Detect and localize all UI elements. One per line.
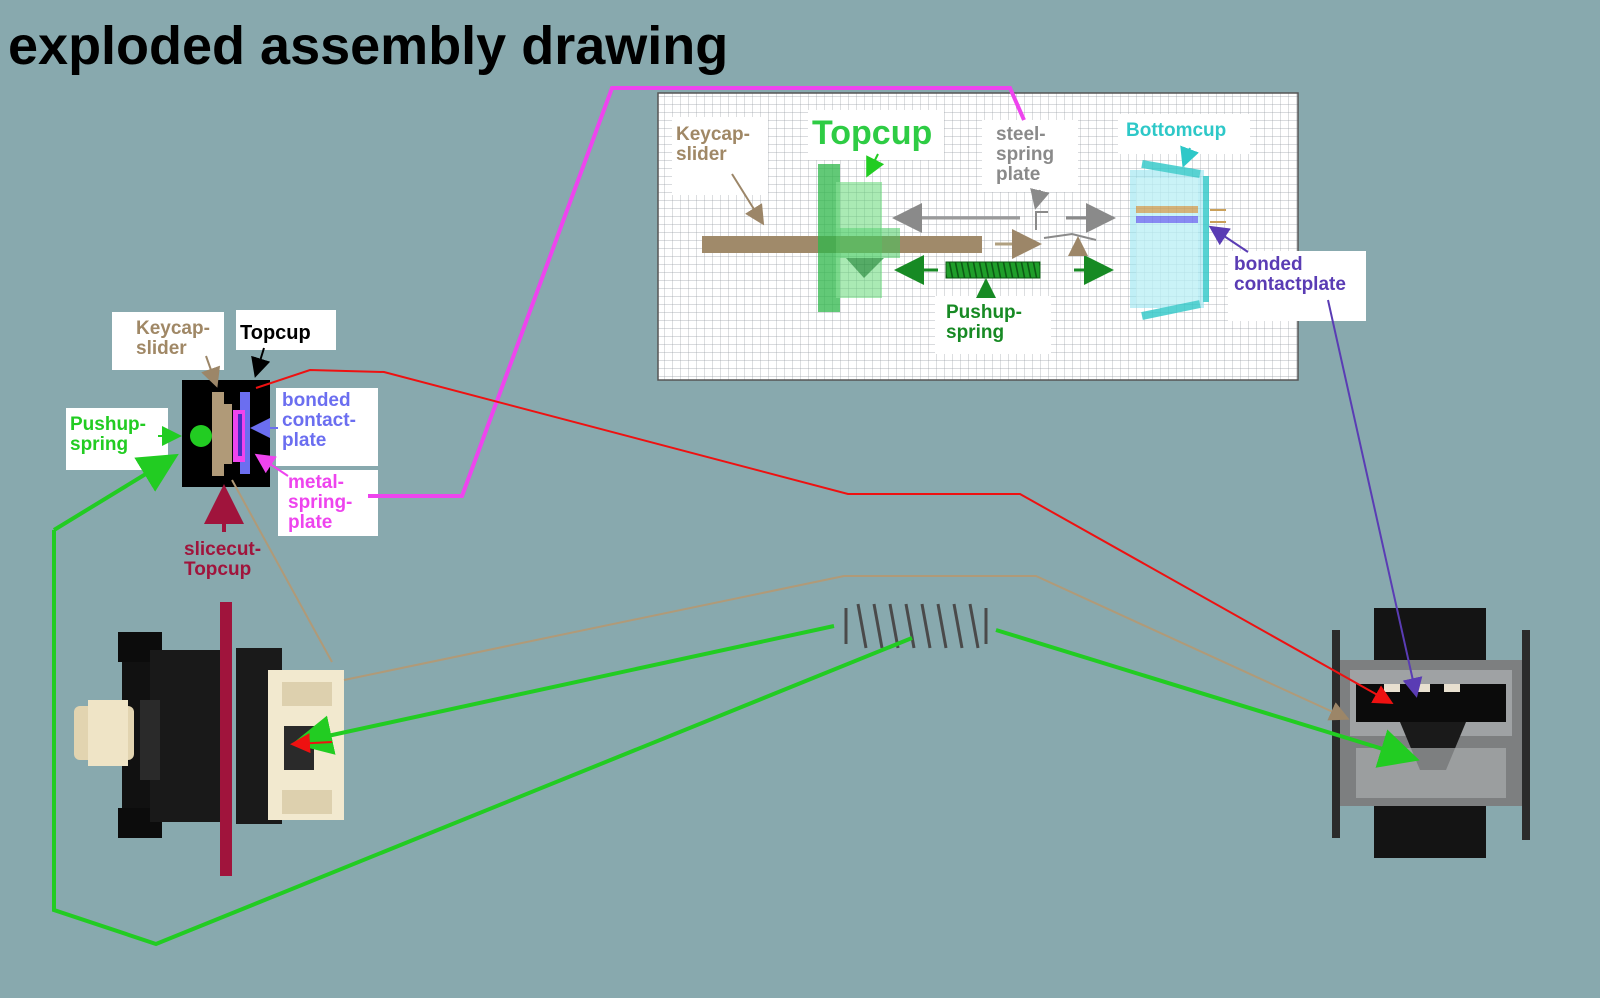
motion-arrows bbox=[892, 203, 1226, 285]
green-spring-to-topcup bbox=[292, 624, 835, 755]
connector-lines bbox=[52, 86, 1423, 947]
page-title: exploded assembly drawing bbox=[8, 16, 728, 76]
green-loop-body bbox=[52, 530, 913, 947]
tan-connector-long bbox=[343, 575, 1350, 721]
grid-bottomcup-label: Bottomcup bbox=[1126, 120, 1226, 141]
steel-spring-plate-label-box bbox=[982, 120, 1078, 192]
pushup-spring-shape bbox=[945, 261, 1041, 279]
bottomcup-leader bbox=[1180, 145, 1199, 168]
spring-photo bbox=[844, 603, 988, 649]
cs-keycap-leader bbox=[201, 355, 221, 388]
red-topcup-inner-arrow bbox=[290, 733, 333, 754]
topcup-label-box bbox=[808, 110, 944, 160]
grid-keycap-slider-label: Keycap-slider bbox=[676, 124, 750, 165]
bonded-contactplate-leader bbox=[1208, 225, 1249, 253]
cs-metal-label: metal-spring-plate bbox=[288, 472, 352, 533]
cs-slider-tab bbox=[222, 404, 232, 464]
cs-keycap-label-box bbox=[112, 312, 224, 370]
cs-keycap-slider-label: Keycap-slider bbox=[136, 318, 210, 359]
cs-topcup-leader bbox=[251, 347, 271, 378]
cs-topcup-label: Topcup bbox=[240, 322, 311, 344]
cs-pushup-label: Pushup-spring bbox=[70, 414, 146, 455]
grid-pushup-spring-label: Pushup-spring bbox=[946, 302, 1022, 343]
red-connector bbox=[255, 368, 1394, 704]
cs-topcup-label-box bbox=[236, 310, 336, 350]
cs-metal-leader bbox=[254, 453, 289, 477]
grid-topcup-label: Topcup bbox=[812, 114, 932, 152]
bottomcup-photo bbox=[1332, 608, 1530, 858]
topcup-shape bbox=[818, 164, 900, 312]
tan-connector-top bbox=[231, 479, 333, 663]
keycap-slider-label-box bbox=[672, 117, 768, 195]
cs-slider-body bbox=[212, 392, 224, 476]
green-loop bbox=[52, 453, 179, 532]
slicecut-bar bbox=[220, 602, 232, 876]
topcup-leader bbox=[866, 153, 885, 178]
cs-metal-label-box bbox=[278, 470, 378, 536]
magenta-connector bbox=[368, 86, 1026, 498]
cs-bonded-label-box bbox=[276, 388, 378, 466]
green-spring-to-bottomcup bbox=[995, 628, 1420, 768]
steel-spring-plate-shape bbox=[1035, 211, 1097, 241]
bottomcup-shape bbox=[1130, 160, 1209, 320]
steel-spring-plate-leader bbox=[1030, 188, 1050, 210]
pushup-spring-label-box bbox=[935, 296, 1051, 354]
cs-contact-core bbox=[238, 414, 242, 456]
purple-connector bbox=[1327, 299, 1423, 698]
keycap-slider-leader bbox=[731, 173, 765, 226]
cs-spring-dot bbox=[190, 425, 212, 447]
bonded-contactplate-label-box bbox=[1228, 251, 1366, 321]
topcup-photo bbox=[74, 632, 344, 838]
cs-slicecut-label: slicecut-Topcup bbox=[184, 539, 261, 580]
